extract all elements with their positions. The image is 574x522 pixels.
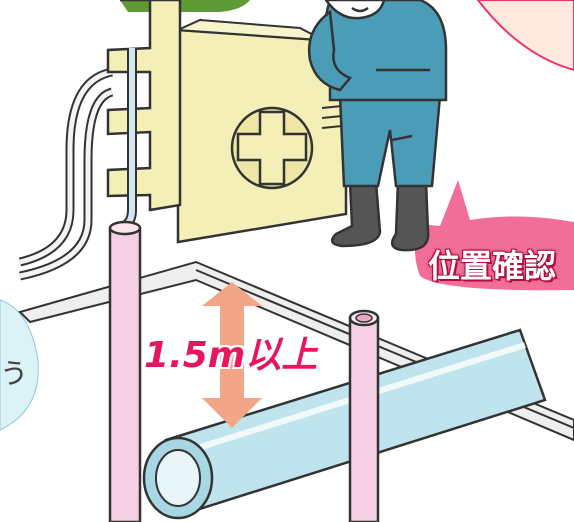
left-info-panel [0,299,39,431]
fan-cross-icon [230,106,314,190]
riser-pipe-right [348,309,380,522]
pipe-bracket [106,0,182,212]
unit-grill [321,105,343,129]
worker-boot-right [390,180,430,252]
top-right-bubble-edge [476,0,574,72]
top-banner [120,0,250,12]
speech-bubble [415,180,574,291]
left-text-fragment: う [0,357,29,390]
worker-arm [307,9,353,92]
distance-arrow [202,282,262,428]
ground-slab [18,260,574,442]
hose-1-inner [19,69,113,265]
worker-figure [307,0,448,252]
hose-2-inner [19,89,113,279]
riser-pipe-left [108,220,142,522]
speech-bubble-text: 位置確認 [428,247,557,285]
distance-label: 1.5m以上 [143,334,318,377]
worker-boot-left [330,180,382,248]
worker-legs [338,94,442,188]
